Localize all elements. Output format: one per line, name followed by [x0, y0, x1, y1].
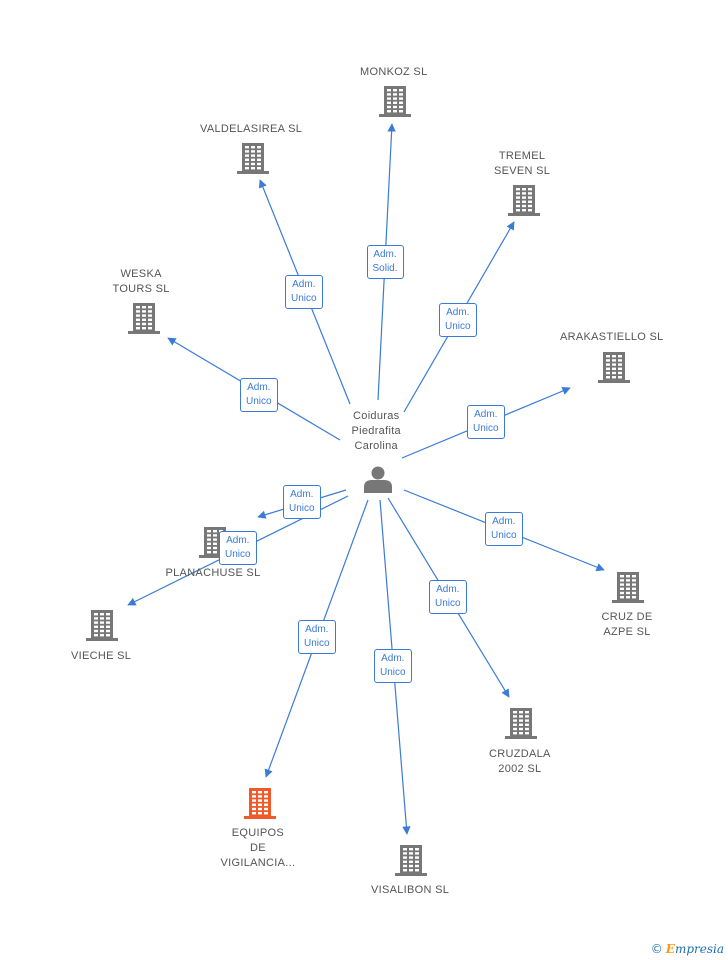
monkoz-label: MONKOZ SL: [360, 66, 428, 78]
vieche-building-icon[interactable]: [86, 610, 118, 641]
edge-label-tremel[interactable]: Adm. Unico: [439, 303, 477, 337]
edge-label-planachuse[interactable]: Adm. Unico: [283, 485, 321, 519]
tremel-building-icon[interactable]: [508, 185, 540, 216]
edge-label-equipos[interactable]: Adm. Unico: [298, 620, 336, 654]
edge-label-arakastiello[interactable]: Adm. Unico: [467, 405, 505, 439]
planachuse-label: PLANACHUSE SL: [165, 567, 261, 579]
arakastiello-building-icon[interactable]: [598, 352, 630, 383]
cruzdala-label: CRUZDALA 2002 SL: [489, 748, 551, 775]
visalibon-building-icon[interactable]: [395, 845, 427, 876]
edge-label-weska[interactable]: Adm. Unico: [240, 378, 278, 412]
edge-label-cruzdala[interactable]: Adm. Unico: [429, 580, 467, 614]
edge-label-cruzdeazpe[interactable]: Adm. Unico: [485, 512, 523, 546]
arakastiello-label: ARAKASTIELLO SL: [560, 331, 664, 343]
vieche-label: VIECHE SL: [71, 650, 132, 662]
valdelasirea-label: VALDELASIREA SL: [200, 123, 303, 135]
cruzdala-building-icon[interactable]: [505, 708, 537, 739]
edge-label-monkoz[interactable]: Adm. Solid.: [366, 245, 404, 279]
copyright-symbol: ©: [650, 942, 663, 956]
visalibon-label: VISALIBON SL: [371, 884, 450, 896]
equipos-building-icon[interactable]: [244, 788, 276, 819]
weska-label: WESKA TOURS SL: [112, 268, 170, 295]
brand-name: mpresia: [674, 942, 724, 956]
tremel-label: TREMEL SEVEN SL: [494, 150, 551, 177]
monkoz-building-icon[interactable]: [379, 86, 411, 117]
cruzdeazpe-label: CRUZ DE AZPE SL: [601, 611, 653, 638]
edge-label-visalibon[interactable]: Adm. Unico: [374, 649, 412, 683]
weska-building-icon[interactable]: [128, 303, 160, 334]
valdelasirea-building-icon[interactable]: [237, 143, 269, 174]
edge-label-vieche[interactable]: Adm. Unico: [219, 531, 257, 565]
person-name-label: Coiduras Piedrafita Carolina: [351, 410, 401, 452]
person-icon[interactable]: [364, 466, 392, 494]
edge-label-valdelasirea[interactable]: Adm. Unico: [285, 275, 323, 309]
cruzdeazpe-building-icon[interactable]: [612, 572, 644, 603]
empresia-watermark: ©Empresia: [651, 942, 724, 956]
equipos-label: EQUIPOS DE VIGILANCIA...: [220, 827, 296, 869]
brand-initial: E: [665, 942, 675, 956]
